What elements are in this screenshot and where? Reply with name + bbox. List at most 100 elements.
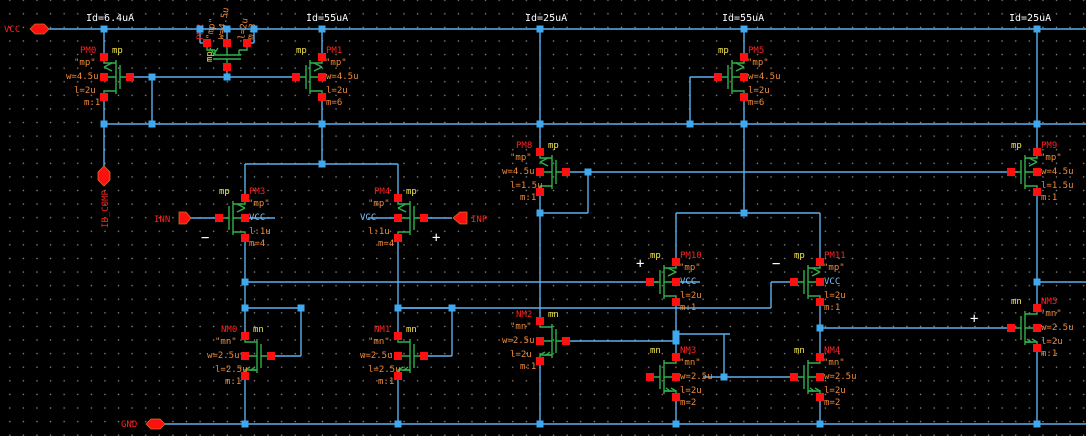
pin[interactable] (536, 148, 544, 156)
device-label: m=6 (748, 98, 764, 108)
device-label: m=4 (249, 239, 265, 249)
pin[interactable] (536, 168, 544, 176)
pin[interactable] (816, 373, 824, 381)
pin[interactable] (215, 214, 223, 222)
ib-comp-port[interactable]: IB_COMP (97, 165, 111, 228)
junction-dot (536, 120, 544, 128)
pin[interactable] (394, 352, 402, 360)
pin[interactable] (646, 373, 654, 381)
pin[interactable] (243, 39, 251, 47)
pin[interactable] (241, 372, 249, 380)
pin[interactable] (100, 93, 108, 101)
pin[interactable] (292, 73, 300, 81)
pin[interactable] (672, 278, 680, 286)
pin[interactable] (267, 352, 275, 360)
pin[interactable] (740, 93, 748, 101)
pin[interactable] (100, 53, 108, 61)
pin[interactable] (740, 73, 748, 81)
pin[interactable] (1033, 148, 1041, 156)
pin[interactable] (816, 393, 824, 401)
pin[interactable] (1033, 324, 1041, 332)
pin[interactable] (816, 278, 824, 286)
inn-port[interactable]: INN (154, 211, 192, 225)
pin[interactable] (223, 39, 231, 47)
pin[interactable] (672, 258, 680, 266)
pin[interactable] (672, 298, 680, 306)
pin[interactable] (203, 39, 211, 47)
pin[interactable] (1033, 304, 1041, 312)
pin[interactable] (740, 53, 748, 61)
pin[interactable] (394, 234, 402, 242)
pin[interactable] (1033, 344, 1041, 352)
pin[interactable] (394, 194, 402, 202)
device-label: m:1 (1041, 349, 1057, 359)
pin[interactable] (126, 73, 134, 81)
pin[interactable] (536, 317, 544, 325)
pin[interactable] (646, 278, 654, 286)
junction-dot (536, 25, 544, 33)
pin[interactable] (816, 353, 824, 361)
junction-dot (223, 73, 231, 81)
pin[interactable] (394, 332, 402, 340)
pin[interactable] (790, 278, 798, 286)
pin[interactable] (562, 168, 570, 176)
pin[interactable] (420, 352, 428, 360)
svg-text:GND: GND (121, 420, 137, 430)
pin[interactable] (318, 93, 326, 101)
pin[interactable] (816, 258, 824, 266)
pin[interactable] (241, 194, 249, 202)
pin[interactable] (394, 214, 402, 222)
vcc-port[interactable]: VCC (4, 23, 50, 35)
pin[interactable] (1033, 168, 1041, 176)
pin[interactable] (1007, 168, 1015, 176)
pin[interactable] (672, 373, 680, 381)
gnd-port[interactable]: GND (121, 418, 166, 430)
pin[interactable] (394, 372, 402, 380)
pin[interactable] (241, 234, 249, 242)
id-annotation-pm9: Id=25uA (1009, 13, 1051, 24)
pin[interactable] (318, 73, 326, 81)
id-annotation-pm8: Id=25uA (525, 13, 567, 24)
pin[interactable] (241, 332, 249, 340)
pin[interactable] (790, 373, 798, 381)
junction-dot (740, 209, 748, 217)
pin[interactable] (714, 73, 722, 81)
id-annotation-pm1: Id=55uA (306, 13, 348, 24)
device-label: "mp" (747, 58, 769, 68)
pin[interactable] (672, 393, 680, 401)
pin[interactable] (241, 352, 249, 360)
pin[interactable] (536, 357, 544, 365)
pin[interactable] (100, 73, 108, 81)
pin[interactable] (420, 214, 428, 222)
device-label: "mp" (74, 58, 96, 68)
device-label: mp (548, 141, 559, 151)
inp-port[interactable]: INP (452, 211, 488, 225)
pin[interactable] (562, 337, 570, 345)
pin[interactable] (536, 337, 544, 345)
pin[interactable] (318, 53, 326, 61)
pin[interactable] (536, 188, 544, 196)
pin[interactable] (816, 298, 824, 306)
pin[interactable] (672, 353, 680, 361)
device-label: m:1 (680, 303, 696, 313)
pin[interactable] (1033, 188, 1041, 196)
pin[interactable] (1007, 324, 1015, 332)
pin[interactable] (223, 63, 231, 71)
pin[interactable] (241, 214, 249, 222)
